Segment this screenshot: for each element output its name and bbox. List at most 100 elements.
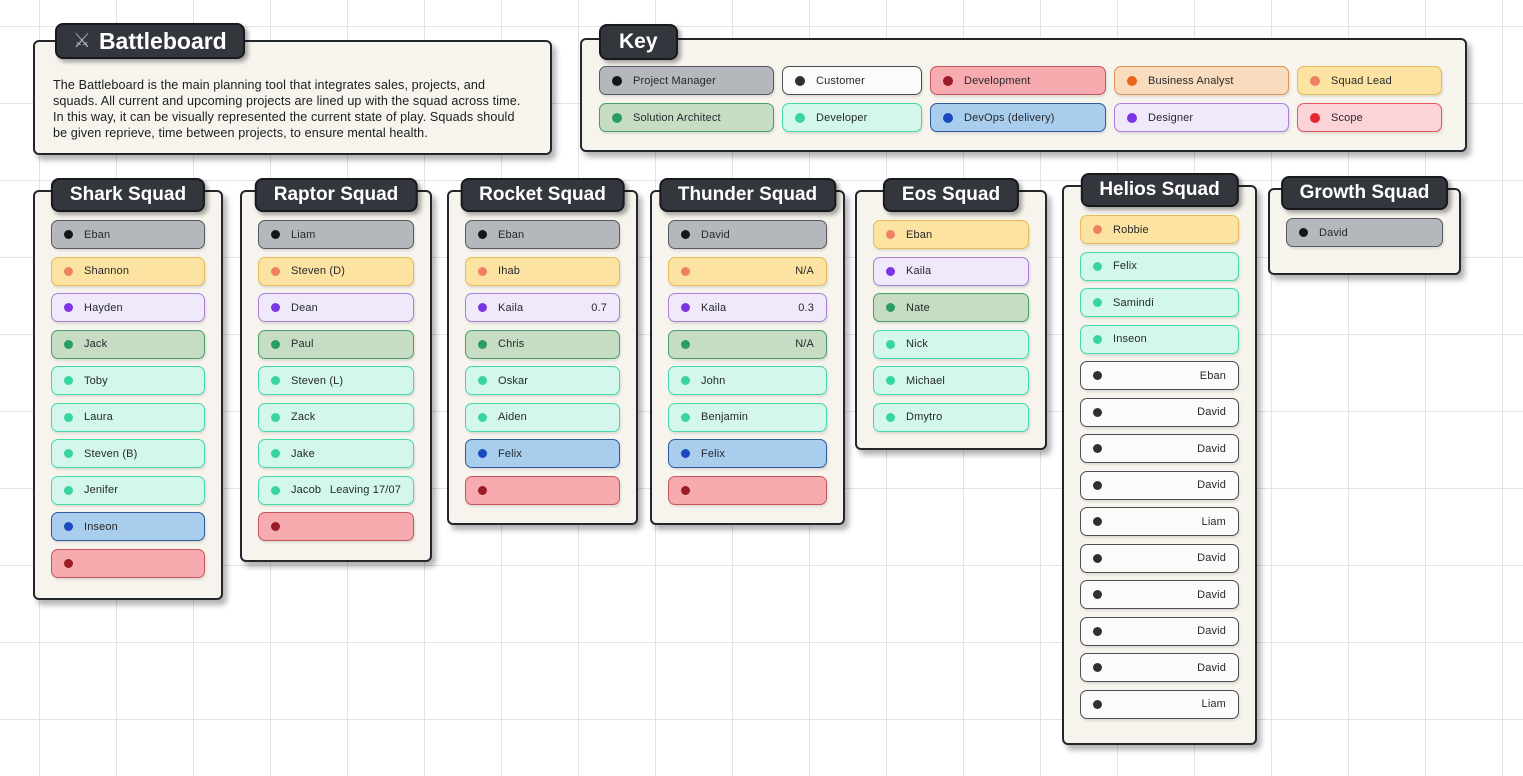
member-value: N/A (795, 338, 814, 350)
member-chip-felix[interactable]: Felix (1080, 251, 1239, 281)
member-chip-nick[interactable]: Nick (873, 329, 1029, 359)
member-chip-development[interactable] (465, 475, 620, 505)
member-chip-inseon[interactable]: Inseon (1080, 324, 1239, 354)
designer-role-dot-icon (1127, 112, 1137, 123)
member-chip-jake[interactable]: Jake (258, 439, 414, 468)
member-chip-samindi[interactable]: Samindi (1080, 288, 1239, 317)
member-chip-david[interactable]: David (1080, 543, 1239, 573)
member-chip-zack[interactable]: Zack (258, 402, 414, 432)
member-chip-dmytro[interactable]: Dmytro (873, 402, 1029, 432)
member-chip-david[interactable]: David (1286, 218, 1443, 247)
key-item-scope[interactable]: Scope (1297, 103, 1442, 132)
member-chip-liam[interactable]: Liam (258, 220, 414, 249)
squad-title-badge[interactable]: Rocket Squad (460, 178, 625, 212)
member-chip-eban[interactable]: Eban (51, 220, 205, 249)
member-chip-inseon[interactable]: Inseon (51, 512, 205, 541)
member-chip-liam[interactable]: Liam (1080, 507, 1239, 536)
member-chip-steven-d[interactable]: Steven (D) (258, 256, 414, 286)
key-item-developer[interactable]: Developer (782, 103, 922, 132)
member-chip-development[interactable] (258, 512, 414, 541)
member-chip-kaila[interactable]: Kaila (873, 256, 1029, 286)
squad-title-badge[interactable]: Thunder Squad (658, 178, 837, 212)
key-card[interactable]: Key Project Manager Customer Development Bu… (580, 24, 1467, 152)
key-title-badge[interactable]: Key (599, 24, 678, 60)
member-chip-david[interactable]: David (668, 220, 827, 249)
member-chip-toby[interactable]: Toby (51, 366, 205, 395)
member-chip-eban[interactable]: Eban (873, 220, 1029, 249)
squad-title-badge[interactable]: Eos Squad (882, 178, 1020, 212)
member-chip-john[interactable]: John (668, 366, 827, 395)
battleboard-title-badge[interactable]: ⚔ Battleboard (55, 23, 245, 59)
devops-role-dot-icon (478, 449, 487, 458)
member-chip-paul[interactable]: Paul (258, 329, 414, 359)
key-item-customer[interactable]: Customer (782, 66, 922, 95)
sa-role-dot-icon (612, 112, 622, 123)
member-chip-steven-b[interactable]: Steven (B) (51, 439, 205, 468)
member-chip-shannon[interactable]: Shannon (51, 256, 205, 286)
key-item-devops-delivery[interactable]: DevOps (delivery) (930, 103, 1106, 132)
key-item-designer[interactable]: Designer (1114, 103, 1289, 132)
member-chip-laura[interactable]: Laura (51, 402, 205, 432)
member-name: Paul (291, 338, 314, 350)
dev-role-dot-icon (64, 485, 73, 495)
key-item-project-manager[interactable]: Project Manager (599, 66, 774, 95)
member-chip-ihab[interactable]: Ihab (465, 256, 620, 286)
member-chip-david[interactable]: David (1080, 580, 1239, 609)
squad-title-badge[interactable]: Shark Squad (50, 178, 206, 212)
member-chip-david[interactable]: David (1080, 397, 1239, 427)
member-chip-david[interactable]: David (1080, 616, 1239, 646)
member-chip-development[interactable] (668, 475, 827, 505)
member-chip-felix[interactable]: Felix (465, 439, 620, 468)
member-chip-michael[interactable]: Michael (873, 366, 1029, 395)
member-chip-aiden[interactable]: Aiden (465, 402, 620, 432)
member-chip-n-a[interactable]: N/A (668, 329, 827, 359)
squad-title-badge[interactable]: Raptor Squad (254, 178, 418, 212)
member-chip-jack[interactable]: Jack (51, 329, 205, 359)
key-item-solution-architect[interactable]: Solution Architect (599, 103, 774, 132)
member-chip-david[interactable]: David (1080, 434, 1239, 463)
member-chip-n-a[interactable]: N/A (668, 256, 827, 286)
member-chip-dean[interactable]: Dean (258, 293, 414, 322)
lead-role-dot-icon (1093, 225, 1102, 234)
member-chip-liam[interactable]: Liam (1080, 689, 1239, 719)
member-name: Oskar (498, 374, 529, 387)
member-chip-robbie[interactable]: Robbie (1080, 215, 1239, 244)
member-name: Shannon (84, 265, 130, 277)
dev-role-dot-icon (795, 112, 805, 123)
squad-title-badge[interactable]: Growth Squad (1280, 176, 1449, 210)
member-chip-oskar[interactable]: Oskar (465, 366, 620, 395)
battleboard-note-card[interactable]: ⚔ Battleboard The Battleboard is the mai… (33, 23, 552, 155)
sa-role-dot-icon (886, 303, 895, 312)
member-chip-steven-l[interactable]: Steven (L) (258, 366, 414, 395)
member-chip-eban[interactable]: Eban (465, 220, 620, 249)
member-chip-development[interactable] (51, 548, 205, 578)
member-name: Hayden (84, 301, 123, 314)
member-chip-nate[interactable]: Nate (873, 293, 1029, 322)
customer-role-dot-icon (1093, 407, 1102, 417)
member-chip-hayden[interactable]: Hayden (51, 293, 205, 322)
member-chip-benjamin[interactable]: Benjamin (668, 402, 827, 432)
key-item-squad-lead[interactable]: Squad Lead (1297, 66, 1442, 95)
member-chip-eban[interactable]: Eban (1080, 361, 1239, 390)
member-chip-chris[interactable]: Chris (465, 329, 620, 359)
member-name: Steven (L) (291, 374, 344, 387)
member-chip-jenifer[interactable]: Jenifer (51, 475, 205, 505)
member-chip-david[interactable]: David (1080, 470, 1239, 500)
member-chip-david[interactable]: David (1080, 653, 1239, 682)
squad-title-badge[interactable]: Helios Squad (1080, 173, 1239, 207)
key-item-business-analyst[interactable]: Business Analyst (1114, 66, 1289, 95)
member-name: Eban (498, 228, 525, 241)
member-chip-felix[interactable]: Felix (668, 439, 827, 468)
key-item-development[interactable]: Development (930, 66, 1106, 95)
